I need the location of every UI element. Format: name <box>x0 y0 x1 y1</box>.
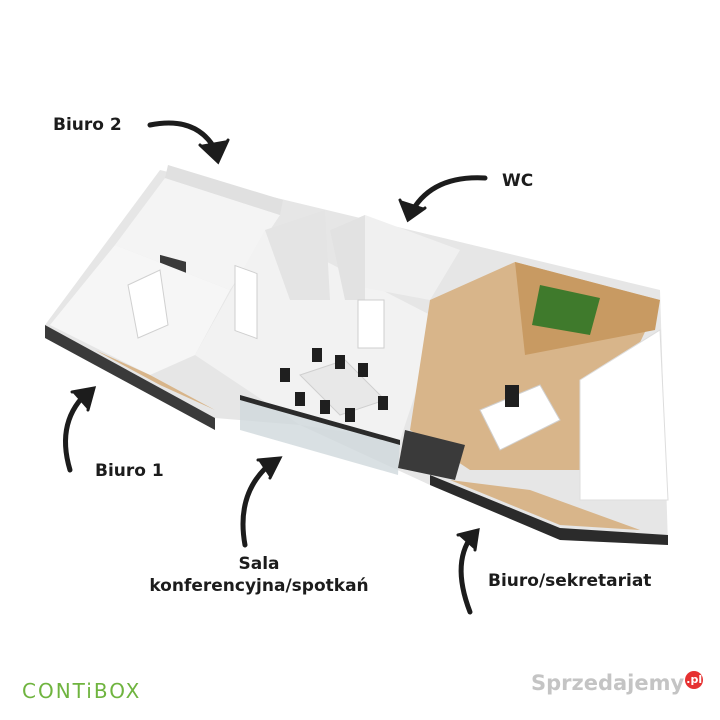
wc-door <box>357 299 385 349</box>
room-conference-frame <box>240 395 400 445</box>
room-biuro-1-shelf <box>127 269 169 339</box>
room-biuro-2-wall <box>165 165 283 215</box>
label-biuro-1: Biuro 1 <box>95 461 164 481</box>
label-biuro-sekretariat: Biuro/sekretariat <box>488 571 652 591</box>
secretariat-monitor <box>505 385 519 407</box>
arrow-sekretariat <box>456 527 480 615</box>
label-biuro-2: Biuro 2 <box>53 115 122 135</box>
conference-door <box>234 264 258 340</box>
arrow-biuro-1 <box>63 386 97 473</box>
contibox-logo: CONTiBOX <box>22 679 142 703</box>
label-sala-line-1: Sala <box>238 554 280 574</box>
green-wall <box>532 285 600 335</box>
conference-chairs <box>280 348 388 422</box>
arrow-sala <box>240 456 283 548</box>
entrance-step <box>398 430 465 480</box>
room-biuro-1-glass-front <box>45 325 215 430</box>
sprzedajemy-watermark: Sprzedajemy.pl <box>531 671 704 695</box>
watermark-name: Sprzedajemy <box>531 671 685 695</box>
room-biuro-1-wood-floor <box>95 350 215 410</box>
label-wc: WC <box>502 171 534 191</box>
label-sala-line-2: konferencyjna/spotkań <box>149 576 369 597</box>
room-secretariat-glass-front <box>430 475 668 545</box>
watermark-tld: .pl <box>685 671 704 689</box>
room-biuro-2-floor <box>115 178 280 290</box>
arrow-wc <box>398 175 488 223</box>
label-sala-konferencyjna: Sala konferencyjna/spotkań <box>134 553 384 597</box>
secretariat-desk <box>479 384 561 451</box>
room-secretariat-front-floor <box>450 480 640 530</box>
secretariat-white-cabinets <box>579 329 669 501</box>
room-conference-glass-front <box>240 395 400 475</box>
arrow-biuro-2 <box>147 120 230 165</box>
room-wc-wall <box>330 215 365 300</box>
room-conference-back-wall <box>265 210 330 300</box>
